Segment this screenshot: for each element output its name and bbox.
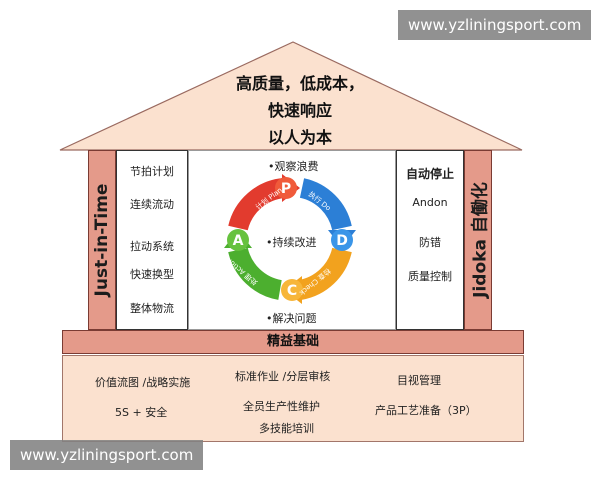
center-top-text: •观察浪费 xyxy=(268,160,319,173)
center-middle-text: •持续改进 xyxy=(266,236,317,249)
jit-pillar: Just-in-Time xyxy=(88,150,116,330)
check-arc xyxy=(297,247,352,300)
jit-items-panel: 节拍计划 连续流动 拉动系统 快速换型 整体物流 xyxy=(116,150,188,330)
foundation-base: 价值流图 /战略实施 标准作业 /分层审核 目视管理 5S + 安全 全员生产性… xyxy=(62,355,524,442)
jit-item: 整体物流 xyxy=(130,302,174,315)
base-item: 产品工艺准备（3P） xyxy=(375,404,477,417)
do-letter: D xyxy=(336,233,348,249)
plan-badge xyxy=(275,177,297,199)
check-letter: C xyxy=(287,283,297,299)
roof-title-line2: 快速响应 xyxy=(267,101,332,120)
jit-item: 节拍计划 xyxy=(130,165,174,178)
center-bottom-text: •解决问题 xyxy=(266,312,317,325)
base-item: 标准作业 /分层审核 xyxy=(235,370,331,383)
action-letter: A xyxy=(233,233,244,249)
do-arc xyxy=(299,178,352,231)
base-item: 5S + 安全 xyxy=(115,406,168,419)
action-arc xyxy=(228,247,283,300)
watermark-bottom: www.yzliningsport.com xyxy=(10,440,204,470)
jidoka-item: 防错 xyxy=(419,236,441,249)
pdca-cycle: P D C A 计划 Plan 执行 Do 检查 Check 处理 Action xyxy=(224,174,356,304)
base-item: 价值流图 /战略实施 xyxy=(95,376,191,389)
jit-item: 拉动系统 xyxy=(130,240,174,253)
jidoka-item: 质量控制 xyxy=(408,270,452,283)
base-item: 目视管理 xyxy=(397,374,441,387)
roof-title-line3: 以人为本 xyxy=(267,128,332,147)
action-badge xyxy=(227,229,249,251)
jidoka-item: Andon xyxy=(412,196,448,209)
jit-item: 连续流动 xyxy=(130,198,174,211)
base-item: 全员生产性维护 xyxy=(243,400,320,413)
roof-title-line1: 高质量，低成本， xyxy=(235,74,364,93)
base-item: 多技能培训 xyxy=(259,422,314,435)
do-badge xyxy=(331,229,353,251)
jidoka-pillar: Jidoka 自働化 xyxy=(464,150,492,330)
jit-item: 快速换型 xyxy=(130,268,174,281)
jidoka-pillar-label: Jidoka 自働化 xyxy=(470,182,491,298)
plan-letter: P xyxy=(281,181,291,197)
jidoka-item: 自动停止 xyxy=(405,167,454,181)
jidoka-items-panel: 自动停止 Andon 防错 质量控制 xyxy=(396,150,464,330)
watermark-top: www.yzliningsport.com xyxy=(398,10,592,40)
jit-pillar-label: Just-in-Time xyxy=(92,183,112,297)
lean-foundation-beam: 精益基础 xyxy=(62,330,524,354)
check-badge xyxy=(281,279,303,301)
